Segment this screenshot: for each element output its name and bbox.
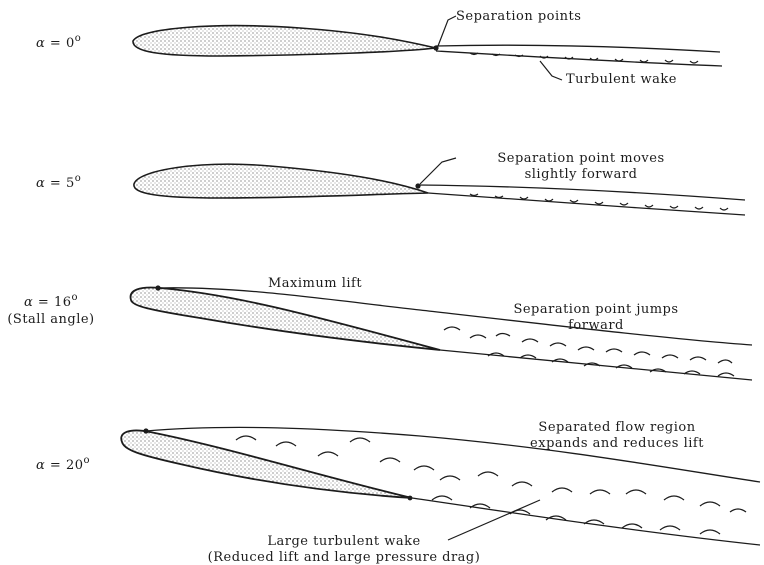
large-wake-annotation: Large turbulent wake (Reduced lift and l… bbox=[134, 534, 554, 565]
degree-mark: o bbox=[71, 292, 78, 303]
annotation-line: Separation point moves bbox=[456, 151, 706, 167]
separation-points-annotation: Separation points bbox=[456, 9, 581, 25]
angle-value: 5 bbox=[66, 176, 75, 191]
trailing-point-20 bbox=[408, 496, 413, 501]
annotation-line: slightly forward bbox=[456, 167, 706, 183]
equals-sign: = bbox=[50, 176, 61, 191]
degree-mark: o bbox=[75, 173, 82, 184]
stall-angle-label: (Stall angle) bbox=[2, 312, 100, 328]
degree-mark: o bbox=[84, 455, 91, 466]
angle-value: 20 bbox=[66, 458, 84, 473]
equals-sign: = bbox=[50, 458, 61, 473]
airfoil-0 bbox=[133, 26, 436, 56]
maximum-lift-annotation: Maximum lift bbox=[268, 276, 362, 292]
annotation-line: (Reduced lift and large pressure drag) bbox=[134, 550, 554, 565]
alpha-label-16: α = 16o (Stall angle) bbox=[2, 295, 100, 328]
alpha-label-0: α = 0o bbox=[36, 36, 81, 53]
alpha-label-20: α = 20o bbox=[36, 458, 90, 475]
turbulent-wake-annotation: Turbulent wake bbox=[566, 72, 677, 88]
wake-0 bbox=[436, 45, 722, 66]
separation-leader-0 bbox=[438, 16, 456, 46]
annotation-line: Large turbulent wake bbox=[134, 534, 554, 550]
angle-value: 0 bbox=[66, 36, 75, 51]
annotation-line: Separation point jumps bbox=[476, 302, 716, 318]
alpha-symbol: α bbox=[36, 176, 45, 191]
separation-leader-5 bbox=[420, 158, 456, 184]
annotation-line: expands and reduces lift bbox=[492, 436, 742, 452]
alpha-symbol: α bbox=[36, 458, 45, 473]
annotation-line: forward bbox=[476, 318, 716, 334]
separated-flow-annotation: Separated flow region expands and reduce… bbox=[492, 420, 742, 452]
wake-5 bbox=[418, 185, 745, 215]
panel-alpha-0 bbox=[133, 16, 722, 80]
separation-point-5 bbox=[415, 183, 420, 188]
wake-leader-0 bbox=[540, 61, 562, 80]
airfoil-16 bbox=[131, 288, 440, 351]
equals-sign: = bbox=[38, 295, 49, 310]
airfoil-5 bbox=[134, 164, 428, 198]
angle-value: 16 bbox=[54, 295, 72, 310]
alpha-symbol: α bbox=[36, 36, 45, 51]
annotation-line: Separated flow region bbox=[492, 420, 742, 436]
separation-moves-annotation: Separation point moves slightly forward bbox=[456, 151, 706, 183]
alpha-symbol: α bbox=[24, 295, 33, 310]
separation-jumps-annotation: Separation point jumps forward bbox=[476, 302, 716, 334]
alpha-label-5: α = 5o bbox=[36, 176, 81, 193]
degree-mark: o bbox=[75, 33, 82, 44]
equals-sign: = bbox=[50, 36, 61, 51]
wake-eddies-16 bbox=[444, 327, 734, 376]
